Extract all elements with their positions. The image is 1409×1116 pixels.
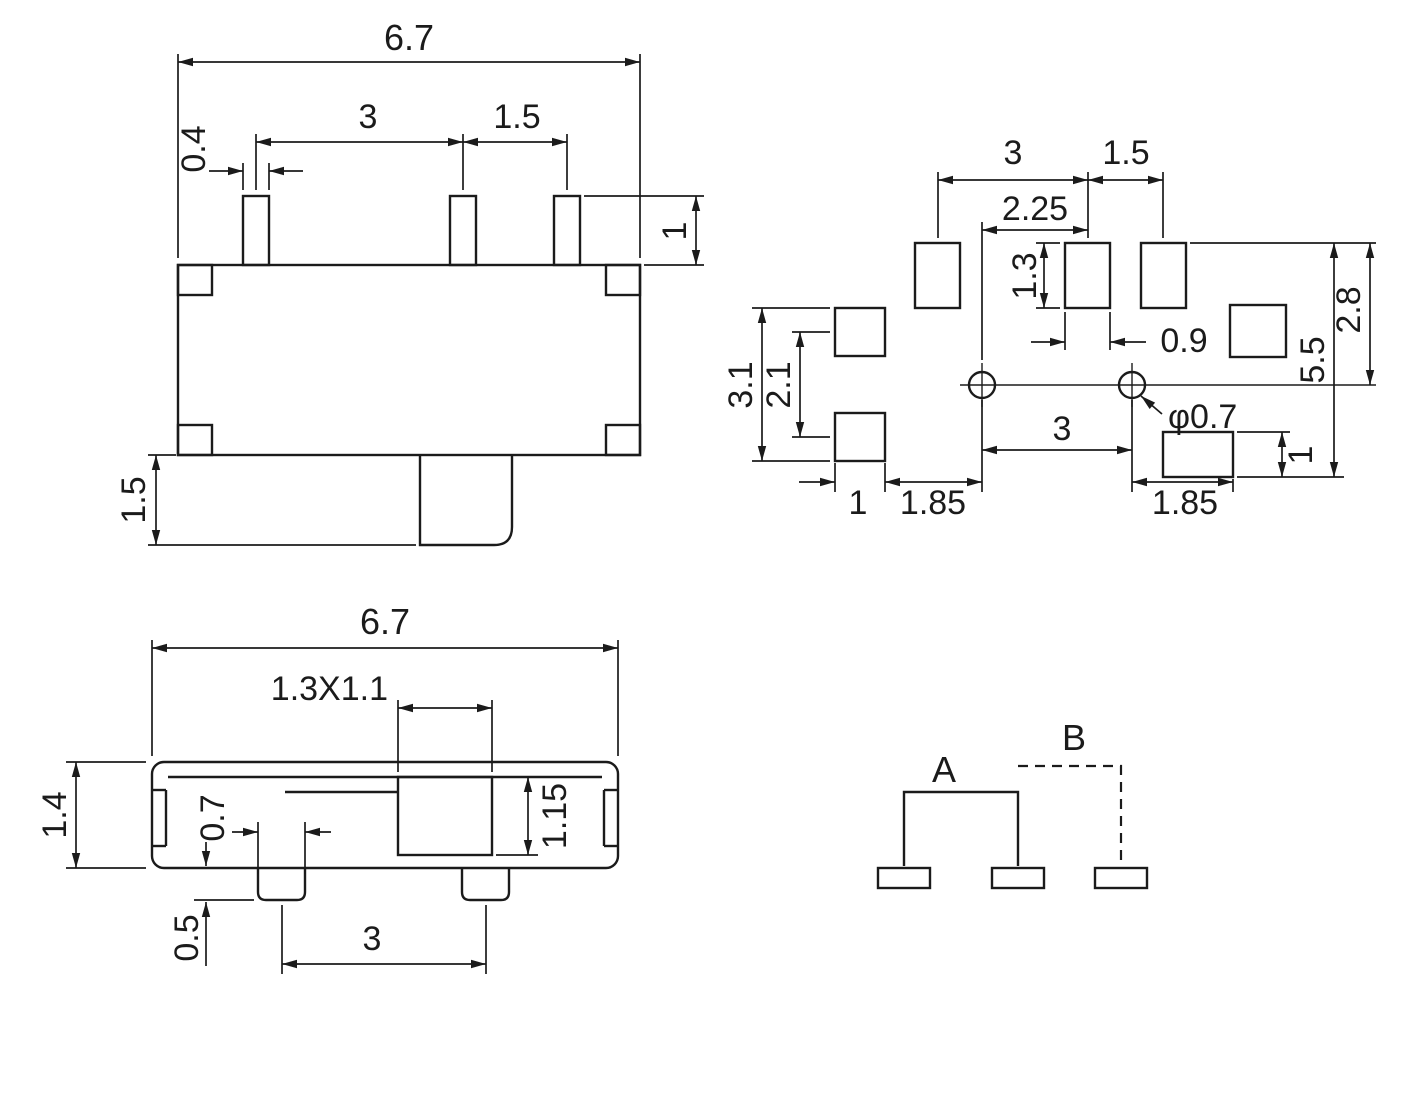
dim-pad-height: 1.3 (1006, 242, 1060, 309)
dim-hole-to-pad: 2.25 (981, 190, 1088, 360)
dim-label: 3 (359, 98, 378, 136)
dim-label: 0.4 (175, 125, 213, 172)
dim-right-pad-height: 1 (1237, 431, 1320, 477)
dim-overall-width: 6.7 (151, 601, 619, 756)
terminal-pad-3 (1093, 866, 1149, 890)
dim-terminal-protrusion: 0.5 (168, 842, 254, 966)
dim-label: 0.7 (194, 794, 232, 841)
top-view: 6.7 3 1.5 0.4 1 1.5 (115, 17, 704, 547)
dim-label: 3 (1004, 134, 1023, 172)
dim-label: 1.15 (536, 783, 574, 849)
terminal-pad-1 (876, 866, 932, 890)
body-outline (150, 760, 620, 870)
pad-left-lower (833, 411, 887, 463)
contact-position-b (1018, 764, 1123, 864)
dim-label: 6.7 (384, 17, 434, 58)
pad-top-3 (1139, 241, 1188, 310)
dim-pin-pitches: 3 1.5 (255, 98, 568, 190)
dim-label: 1.5 (115, 476, 153, 523)
pin-3 (552, 194, 582, 267)
pad-left-upper (833, 306, 887, 358)
dim-label: 3 (363, 920, 382, 958)
dim-knob-height: 1.15 (496, 777, 574, 856)
pad-top-1 (913, 241, 962, 310)
dim-label: 3.1 (722, 361, 760, 408)
corner-notch (176, 423, 214, 457)
dim-label: 1.5 (493, 98, 540, 136)
dim-slot-size: 1.3X1.1 (271, 670, 493, 772)
pad-right-lower (1161, 430, 1235, 479)
dim-pattern-height: 5.5 (1190, 242, 1376, 478)
pin-2 (448, 194, 478, 267)
dim-label: 1.3X1.1 (271, 670, 388, 708)
dim-label: 1.85 (900, 484, 966, 522)
dim-actuator-depth: 1.5 (115, 454, 416, 546)
dim-label: 0.9 (1160, 322, 1207, 360)
slider-knob (396, 775, 494, 857)
dim-label: φ0.7 (1168, 398, 1237, 436)
corner-notch (604, 263, 642, 297)
dim-label: 1.5 (1102, 134, 1149, 172)
position-b-label: B (1062, 717, 1086, 758)
dim-top-to-center: 2.8 (1330, 243, 1375, 385)
dim-pin-width: 0.4 (175, 125, 303, 190)
land-pattern-view: 3 1.5 2.25 1.3 0.9 3 (722, 134, 1376, 522)
dim-label: 1.3 (1006, 252, 1044, 299)
dim-pad-pitches: 3 1.5 (937, 134, 1164, 238)
dim-gap-left: 1.85 (885, 477, 982, 522)
pad-right-upper (1228, 303, 1288, 359)
terminal-foot-right (460, 868, 511, 902)
contact-position-a (902, 790, 1020, 866)
corner-notch (604, 423, 642, 457)
dim-label: 1 (1282, 446, 1320, 465)
schematic-view: A B (876, 717, 1149, 890)
dim-side-pad-width: 1 (799, 463, 886, 522)
dim-label: 1.4 (36, 791, 74, 838)
dim-hole-pitch: 3 (981, 400, 1133, 492)
dim-label: 2.1 (760, 361, 798, 408)
dim-pin-length: 1 (584, 195, 704, 266)
dim-label: 1 (849, 484, 868, 522)
dim-label: 2.25 (1002, 190, 1068, 228)
terminal-foot-left (256, 868, 307, 902)
dim-label: 1 (656, 222, 694, 241)
dim-label: 5.5 (1294, 336, 1332, 383)
dim-terminal-pitch: 3 (281, 905, 487, 974)
actuator (418, 455, 514, 547)
dim-label: 0.5 (168, 914, 206, 961)
position-a-label: A (932, 749, 956, 790)
corner-notch (176, 263, 214, 297)
switch-body-outline (176, 263, 642, 457)
dim-label: 2.8 (1330, 286, 1368, 333)
dim-pad-width: 0.9 (1031, 312, 1208, 360)
front-view: 6.7 1.4 1.3X1.1 1.15 0.7 (36, 601, 620, 974)
dim-overall-width: 6.7 (177, 17, 641, 258)
dim-side-pad-span: 3.1 (722, 307, 830, 462)
pin-1 (241, 194, 271, 267)
dim-label: 6.7 (360, 601, 410, 642)
terminal-pad-2 (990, 866, 1046, 890)
dim-terminal-width: 0.7 (194, 794, 331, 874)
dim-label: 1.85 (1152, 484, 1218, 522)
dim-label: 3 (1053, 410, 1072, 448)
dim-hole-diameter: φ0.7 (1140, 395, 1237, 436)
dim-overall-height: 1.4 (36, 761, 146, 869)
dim-side-pad-pitch: 2.1 (760, 331, 830, 438)
pad-top-2 (1063, 241, 1112, 310)
dim-gap-right: 1.85 (1132, 477, 1234, 522)
